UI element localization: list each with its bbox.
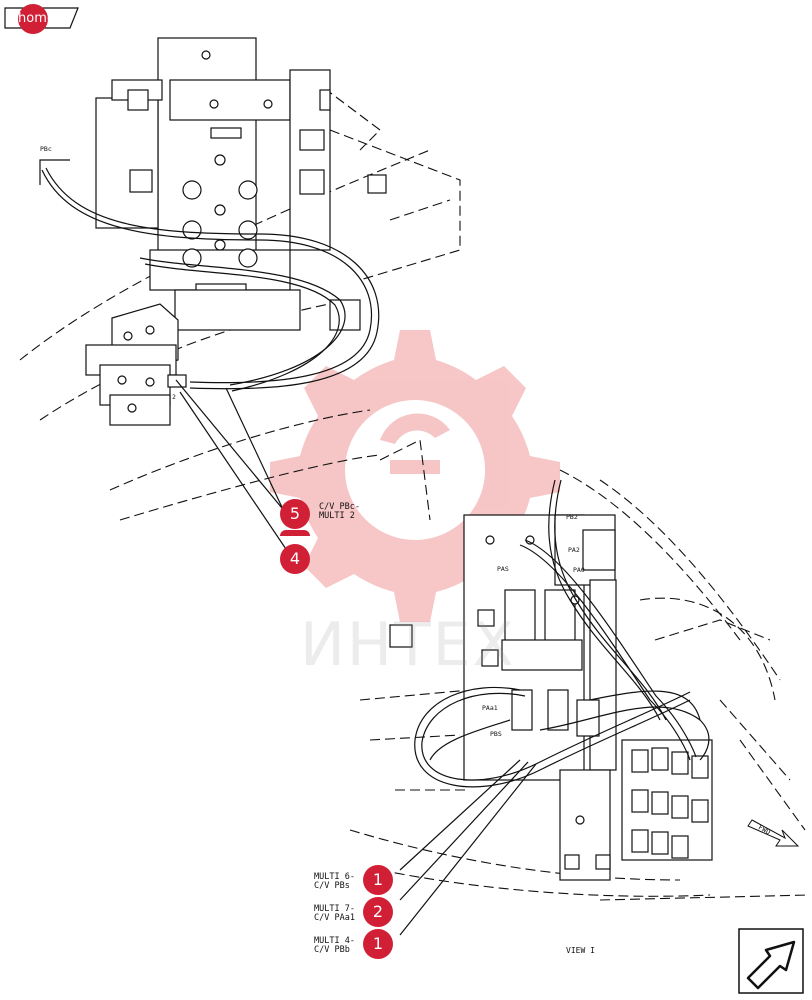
port-label-2: 2 [172, 393, 176, 401]
control-valve-right [389, 514, 617, 881]
next-page-button[interactable] [738, 928, 804, 994]
hose-lines-right [399, 479, 710, 936]
fwd-arrow [747, 819, 800, 847]
callout-1b[interactable]: 1 [363, 929, 393, 959]
callout-2-caption: MULTI 7- C/V PAa1 [314, 904, 355, 923]
port-label-pb2: PB2 [566, 513, 578, 521]
callout-1-caption-b: MULTI 4- C/V PBb [314, 936, 355, 955]
callout-1-caption-a: MULTI 6- C/V PBs [314, 872, 355, 891]
port-label-paa1: PAa1 [482, 704, 498, 712]
callout-4[interactable]: 4 [280, 544, 310, 574]
hose-lines-top [39, 159, 380, 556]
multi-valve-manifold [621, 739, 713, 861]
port-label-pas: PAS [497, 565, 509, 573]
port-label-pbc: PBc [40, 145, 52, 153]
frame-outline [19, 69, 811, 901]
port-label-pbs: PBS [490, 730, 502, 738]
control-valve-top [95, 37, 387, 331]
home-button[interactable]: home [4, 4, 80, 34]
callout-2[interactable]: 2 [363, 897, 393, 927]
callout-5-caption: C/V PBc- MULTI 2 [319, 502, 360, 521]
callout-hidden[interactable] [280, 530, 310, 536]
port-label-pa2: PA2 [568, 546, 580, 554]
arrow-icon [738, 928, 804, 994]
view-label: VIEW I [566, 946, 595, 955]
callout-5[interactable]: 5 [280, 499, 310, 529]
pilot-valve-left [85, 303, 187, 426]
port-label-pa0: PA0 [573, 566, 585, 574]
callout-1a[interactable]: 1 [363, 865, 393, 895]
home-label: home [18, 4, 48, 34]
watermark-text: ИНТЕХ [300, 610, 516, 680]
